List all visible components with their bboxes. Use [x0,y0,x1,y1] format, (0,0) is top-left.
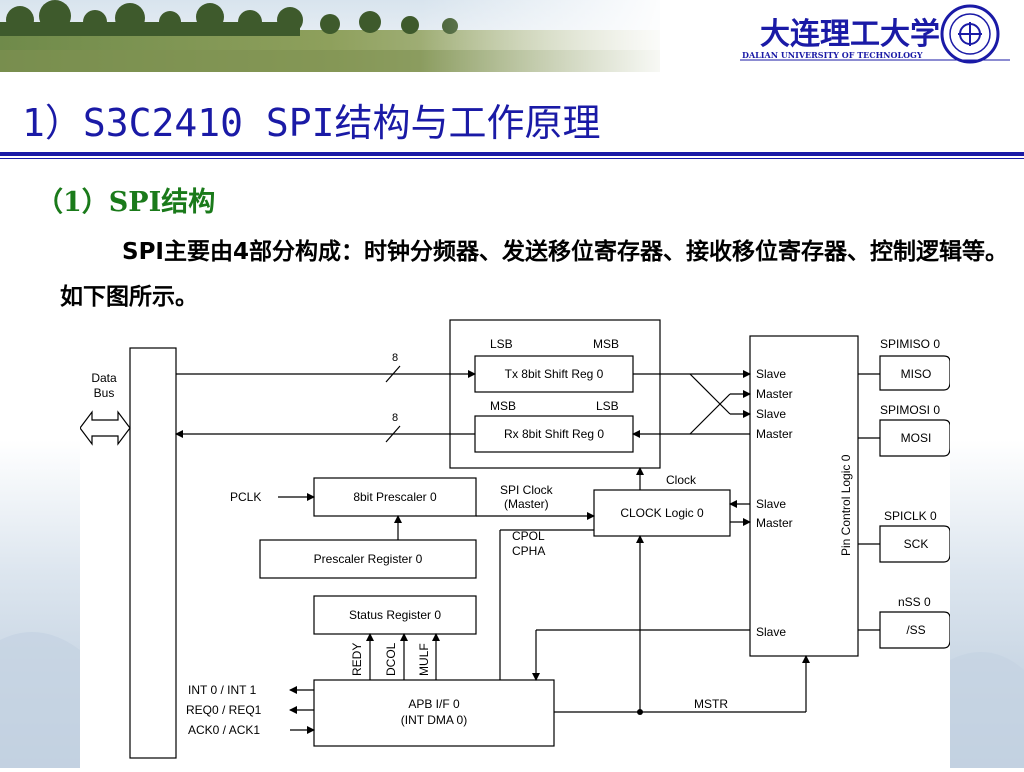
body-paragraph: SPI主要由4部分构成：时钟分频器、发送移位寄存器、接收移位寄存器、控制逻辑等。… [60,239,1008,310]
banner-graphic: 大连理工大学 DALIAN UNIVERSITY OF TECHNOLOGY [0,0,1024,72]
header-banner: 大连理工大学 DALIAN UNIVERSITY OF TECHNOLOGY [0,0,1024,72]
prescaler-register-label: Prescaler Register 0 [314,552,423,566]
nss-label: nSS 0 [898,595,931,609]
pin-master-3: Master [756,516,793,530]
msb-top-label: MSB [593,337,619,351]
university-seal-icon [940,4,1000,64]
apb-label-line2: (INT DMA 0) [401,713,467,727]
decorative-background-left [0,440,80,768]
apb-label-line1: APB I/F 0 [408,697,460,711]
pclk-label: PCLK [230,490,261,504]
spi-clock-label: SPI Clock [500,483,554,497]
dcol-label: DCOL [384,642,398,676]
section-heading: （1）SPI结构 [36,187,216,218]
clock-logic-label: CLOCK Logic 0 [620,506,704,520]
junction-dot [637,709,643,715]
ss-label: /SS [906,623,925,637]
mulf-label: MULF [417,643,431,676]
redy-label: REDY [350,643,364,676]
pin-control-logic-label: Pin Control Logic 0 [839,454,853,556]
slide-title: 1）S3C2410 SPI结构与工作原理 [22,101,601,145]
title-divider [0,152,1024,156]
prescaler-label: 8bit Prescaler 0 [353,490,437,504]
lsb-top-label: LSB [490,337,513,351]
cpol-label: CPOL [512,529,545,543]
data-bus-block [129,347,177,759]
pin-slave-4: Slave [756,625,786,639]
mstr-label: MSTR [694,697,728,711]
spiclk-label: SPICLK 0 [884,509,937,523]
sck-label: SCK [904,537,929,551]
status-register-label: Status Register 0 [349,608,441,622]
pin-slave-2: Slave [756,407,786,421]
pin-master-2: Master [756,427,793,441]
cpha-label: CPHA [512,544,545,558]
msb-mid-label: MSB [490,399,516,413]
lsb-mid-label: LSB [596,399,619,413]
ack-label: ACK0 / ACK1 [188,723,260,737]
mosi-label: MOSI [901,431,932,445]
spimosi-label: SPIMOSI 0 [880,403,940,417]
decorative-background-right [950,440,1024,768]
apb-interface-block [313,679,555,747]
rx-bus-width: 8 [392,412,398,424]
pin-slave-1: Slave [756,367,786,381]
shift-register-group [449,319,661,469]
pin-master-1: Master [756,387,793,401]
clock-label: Clock [666,473,697,487]
university-name-cn: 大连理工大学 [760,17,940,52]
university-name-en: DALIAN UNIVERSITY OF TECHNOLOGY [742,50,923,60]
prescaler-register-block [259,539,477,579]
pin-slave-3: Slave [756,497,786,511]
title-divider-thin [0,158,1024,159]
spimiso-label: SPIMISO 0 [880,337,940,351]
rx-register-label: Rx 8bit Shift Reg 0 [504,427,604,441]
int-label: INT 0 / INT 1 [188,683,257,697]
miso-label: MISO [901,367,932,381]
req-label: REQ0 / REQ1 [186,703,262,717]
data-bus-arrow [79,410,131,446]
spi-clock-master-label: (Master) [504,497,549,511]
tx-bus-width: 8 [392,352,398,364]
tx-register-label: Tx 8bit Shift Reg 0 [505,367,604,381]
status-register-block [313,595,477,635]
